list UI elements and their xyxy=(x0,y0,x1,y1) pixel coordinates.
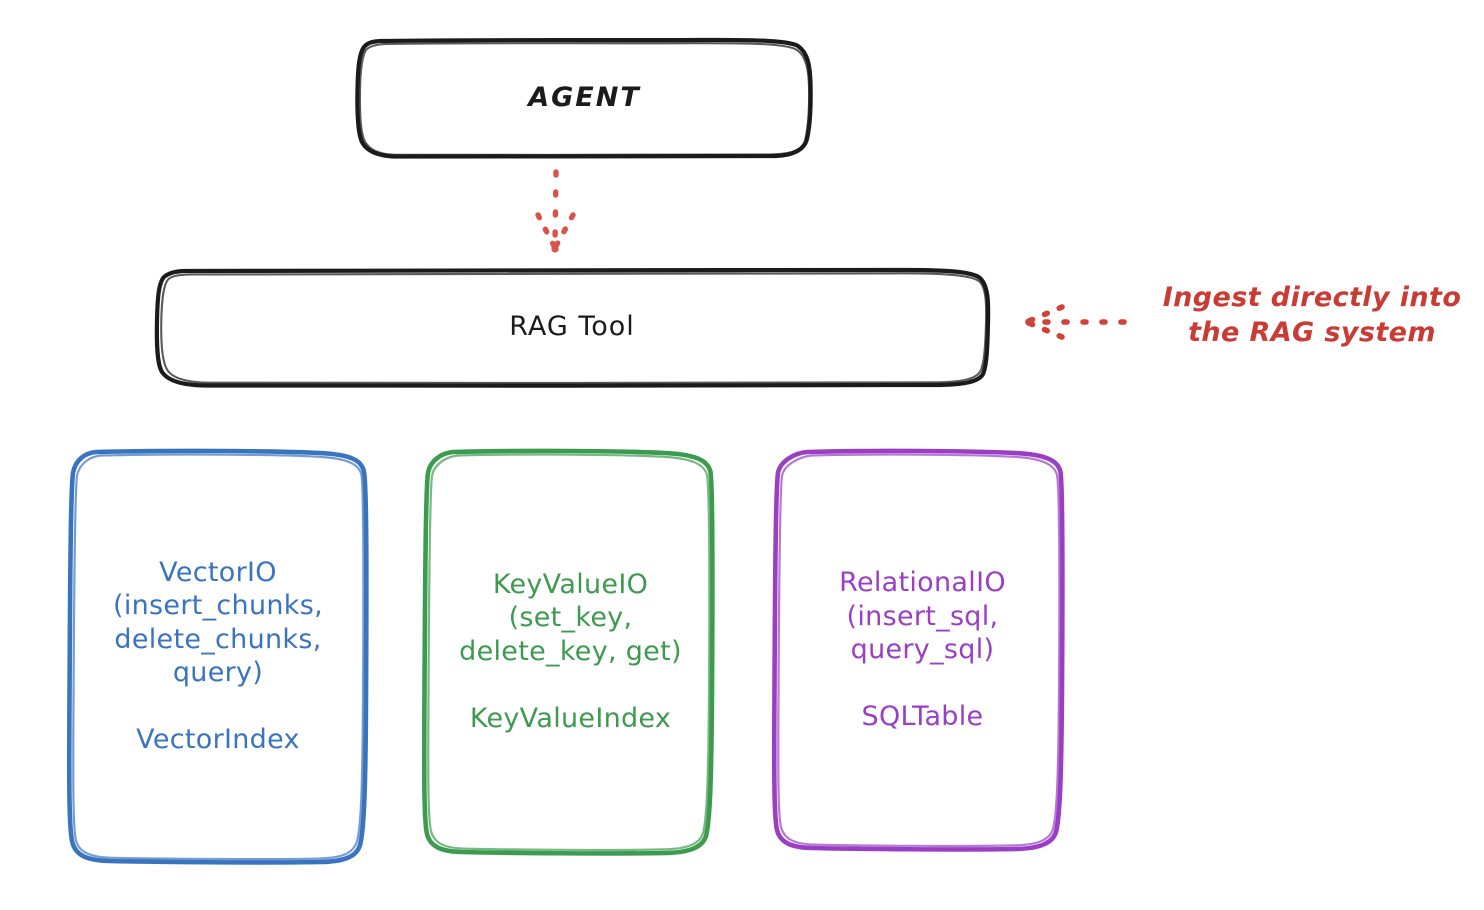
node-rag-tool-label: RAG Tool xyxy=(509,311,635,343)
vector-io-box-outline xyxy=(66,448,369,865)
rag-tool-box-outline xyxy=(154,267,991,388)
node-key-value-io-label: KeyValueIO (set_key, delete_key, get) Ke… xyxy=(459,568,682,734)
relational-io-box-outline xyxy=(771,448,1065,852)
node-vector-io-label: VectorIO (insert_chunks, delete_chunks, … xyxy=(113,556,323,755)
node-relational-io-label: RelationalIO (insert_sql, query_sql) SQL… xyxy=(839,567,1006,733)
annotation-ingest-directly: Ingest directly into the RAG system xyxy=(1162,282,1462,348)
key-value-io-box-outline xyxy=(421,448,715,856)
agent-box-outline xyxy=(355,37,813,159)
node-relational-io[interactable]: RelationalIO (insert_sql, query_sql) SQL… xyxy=(782,450,1063,850)
connector-agent-to-rag-tool xyxy=(535,169,576,253)
node-rag-tool[interactable]: RAG Tool xyxy=(157,270,987,385)
node-agent-label: AGENT xyxy=(528,82,641,114)
connector-ingest-to-rag-tool xyxy=(1025,304,1127,340)
node-key-value-io[interactable]: KeyValueIO (set_key, delete_key, get) Ke… xyxy=(428,450,713,853)
node-vector-io[interactable]: VectorIO (insert_chunks, delete_chunks, … xyxy=(70,450,366,862)
node-agent[interactable]: AGENT xyxy=(357,40,812,157)
